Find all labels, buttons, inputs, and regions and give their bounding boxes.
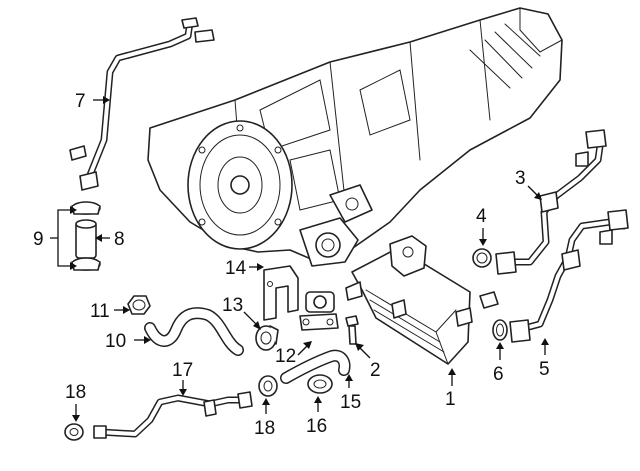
callout-16: 16 (306, 416, 327, 437)
callout-9: 9 (33, 229, 44, 250)
callout-6: 6 (493, 364, 504, 385)
cooler-line-upper[interactable] (69, 17, 215, 191)
coolant-hose-15[interactable] (280, 349, 351, 384)
callout-3: 3 (515, 168, 526, 189)
oil-cooler[interactable] (345, 235, 499, 365)
coolant-hose-bent[interactable] (144, 307, 244, 356)
callout-5: 5 (539, 359, 550, 380)
callout-15: 15 (340, 392, 361, 413)
callout-7: 7 (75, 91, 86, 112)
o-ring-4[interactable] (472, 248, 492, 268)
callout-10: 10 (105, 331, 126, 352)
hose-clamp-18-center[interactable] (258, 375, 278, 397)
callout-2: 2 (370, 360, 381, 381)
callout-1: 1 (445, 389, 456, 410)
callout-17: 17 (172, 360, 193, 381)
callout-11: 11 (90, 301, 110, 322)
hose-clamp-upper[interactable] (71, 201, 101, 215)
o-ring-6[interactable] (492, 319, 508, 341)
callout-13: 13 (222, 295, 243, 316)
leader-lines (50, 96, 549, 422)
coolant-hose-short[interactable] (75, 219, 97, 259)
callout-14: 14 (225, 258, 247, 279)
cooler-line-right-lower[interactable] (509, 209, 629, 343)
callout-18-left: 18 (65, 382, 86, 403)
hose-clamp-18-left[interactable] (64, 423, 84, 441)
hose-clamp-11[interactable] (127, 295, 151, 315)
cooler-line-right-upper[interactable] (495, 129, 607, 275)
hose-clamp-13[interactable] (255, 325, 279, 351)
mounting-bracket[interactable] (263, 265, 299, 321)
transmission-assembly[interactable] (147, 7, 563, 267)
callout-12: 12 (275, 346, 296, 367)
callout-labels: 1 2 3 4 5 6 7 8 9 10 11 12 13 14 15 16 1… (33, 91, 550, 439)
callout-8: 8 (114, 229, 125, 250)
callout-18-center: 18 (254, 418, 275, 439)
hose-clamp-16[interactable] (307, 374, 333, 394)
hose-clamp-lower[interactable] (71, 257, 101, 271)
coolant-valve[interactable] (299, 291, 339, 331)
mounting-bolt[interactable] (345, 315, 359, 345)
callout-4: 4 (476, 206, 487, 227)
cooler-line-lower[interactable] (93, 391, 253, 439)
